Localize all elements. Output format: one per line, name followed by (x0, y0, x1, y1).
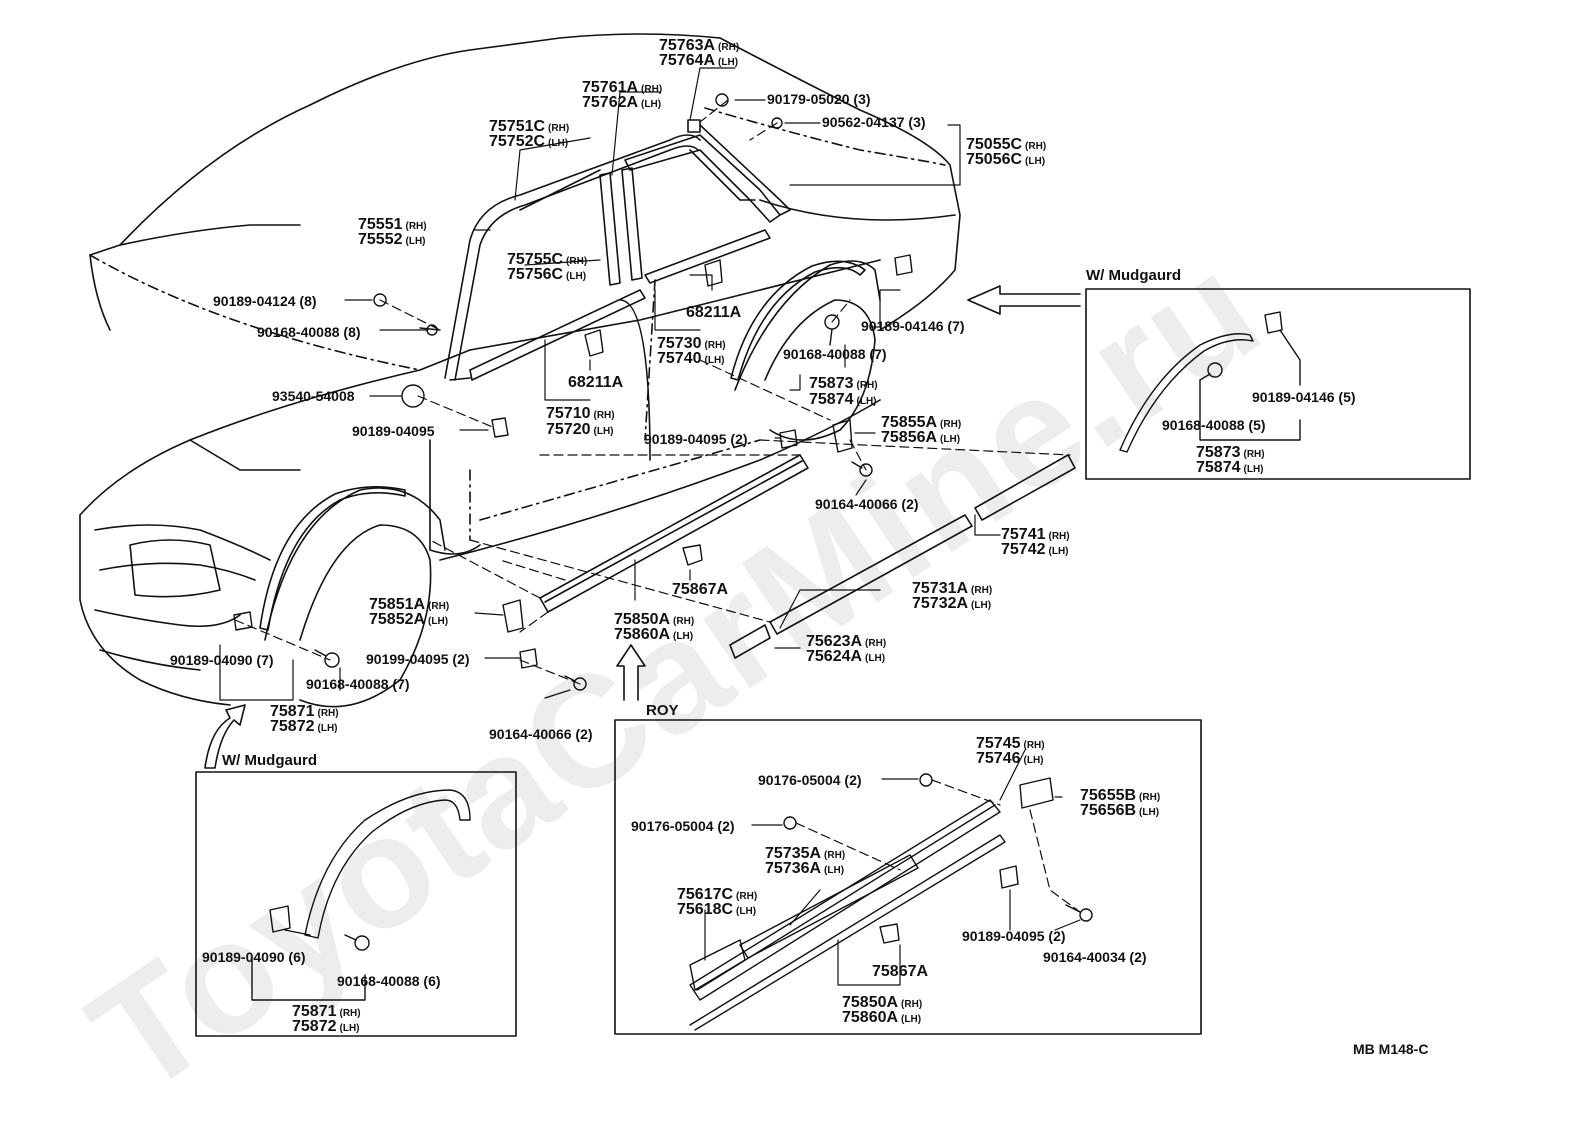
part-label: 75856A(LH) (881, 429, 961, 446)
part-label: 75860A(LH) (842, 1009, 922, 1026)
part-label: 75732A(LH) (912, 595, 992, 612)
header-mudguard-rear: W/ Mudgaurd (1086, 267, 1181, 284)
part-label: 75752C(LH) (489, 133, 569, 150)
part-label: 90189-04090 (7) (170, 652, 274, 668)
part-label: 90189-04095 (2) (962, 928, 1066, 944)
part-label: 75055C(RH) (966, 136, 1047, 153)
part-label: 75867A (872, 963, 929, 980)
part-label: 75871(RH) (270, 703, 339, 720)
roy-leaders (704, 749, 1081, 986)
part-label: 93540-54008 (272, 388, 355, 404)
part-label: 75867A (672, 581, 729, 598)
part-label: 90164-40034 (2) (1043, 949, 1147, 965)
part-label: 75764A(LH) (659, 52, 739, 69)
part-label: 90189-04095 (2) (644, 431, 748, 447)
window-mouldings (444, 119, 791, 381)
part-label: 90168-40088 (6) (337, 973, 441, 989)
part-label: 75763A(RH) (659, 37, 740, 54)
roy-dashed (795, 779, 1081, 913)
front-mudguard (259, 486, 406, 631)
diagram-code: MB M148-C (1353, 1041, 1429, 1057)
part-label: 75872(LH) (270, 718, 338, 735)
part-label: 75852A(LH) (369, 611, 449, 628)
part-label: 75710(RH) (546, 405, 615, 422)
rear-mudguard-box (1085, 288, 1471, 480)
front-box-parts (251, 789, 471, 1001)
part-label: 90189-04146 (7) (861, 318, 965, 334)
part-label: 75872(LH) (292, 1018, 360, 1035)
part-label: 75736A(LH) (765, 860, 845, 877)
part-label: 90168-40088 (8) (257, 324, 361, 340)
part-label: 75871(RH) (292, 1003, 361, 1020)
part-label: 75860A(LH) (614, 626, 694, 643)
header-roy: ROY (646, 702, 679, 719)
part-label: 75552(LH) (358, 231, 426, 248)
rear-mudguard (730, 260, 866, 381)
part-label: 75551(RH) (358, 216, 427, 233)
dashed-leaders (234, 99, 1071, 685)
fasteners (233, 93, 913, 691)
part-label: 75617C(RH) (677, 886, 758, 903)
part-label: 90164-40066 (2) (815, 496, 919, 512)
part-label: 90199-04095 (2) (366, 651, 470, 667)
part-label: 75656B(LH) (1080, 802, 1160, 819)
part-label: 75874(LH) (1196, 459, 1264, 476)
header-mudguard-front: W/ Mudgaurd (222, 752, 317, 769)
part-label: 75741(RH) (1001, 526, 1070, 543)
part-label: 75873(RH) (1196, 444, 1265, 461)
part-label: 75761A(RH) (582, 79, 663, 96)
part-label: 90176-05004 (2) (758, 772, 862, 788)
arrows (204, 285, 1081, 769)
car-body-outline (79, 33, 961, 706)
part-label: 75746(LH) (976, 750, 1044, 767)
part-label: 75618C(LH) (677, 901, 757, 918)
part-label: 75850A(RH) (842, 994, 923, 1011)
part-label: 68211A (686, 304, 742, 321)
part-label: 90562-04137 (3) (822, 114, 926, 130)
part-label: 75851A(RH) (369, 596, 450, 613)
part-label: 90168-40088 (5) (1162, 417, 1266, 433)
leader-lines (219, 67, 1001, 701)
part-label: 90189-04146 (5) (1252, 389, 1356, 405)
part-label: 90164-40066 (2) (489, 726, 593, 742)
part-label: 68211A (568, 374, 624, 391)
rear-box-parts (1119, 311, 1301, 453)
side-mouldings (539, 454, 1076, 659)
front-mudguard-box (195, 771, 517, 1037)
part-label: 75755C(RH) (507, 251, 588, 268)
part-label: 75623A(RH) (806, 633, 887, 650)
roy-box (614, 719, 1202, 1035)
part-label: 75735A(RH) (765, 845, 846, 862)
part-label: 75655B(RH) (1080, 787, 1161, 804)
part-label: 75740(LH) (657, 350, 725, 367)
part-label: 75756C(LH) (507, 266, 587, 283)
part-label: 90176-05004 (2) (631, 818, 735, 834)
part-label: 90168-40088 (7) (783, 346, 887, 362)
part-label: 75624A(LH) (806, 648, 886, 665)
part-label: 75742(LH) (1001, 541, 1069, 558)
part-label: 90189-04124 (8) (213, 293, 317, 309)
part-label: 90179-05020 (3) (767, 91, 871, 107)
part-label: 75874(LH) (809, 391, 877, 408)
part-label: 75873(RH) (809, 375, 878, 392)
part-label: 75745(RH) (976, 735, 1045, 752)
part-label: 90189-04090 (6) (202, 949, 306, 965)
part-label: 75720(LH) (546, 421, 614, 438)
part-label: 90168-40088 (7) (306, 676, 410, 692)
part-label: 75762A(LH) (582, 94, 662, 111)
part-label: 75056C(LH) (966, 151, 1046, 168)
part-label: 75751C(RH) (489, 118, 570, 135)
part-label: 75855A(RH) (881, 414, 962, 431)
part-label: 75850A(RH) (614, 611, 695, 628)
part-label: 90189-04095 (352, 423, 435, 439)
part-label: 75730(RH) (657, 335, 726, 352)
part-label: 75731A(RH) (912, 580, 993, 597)
